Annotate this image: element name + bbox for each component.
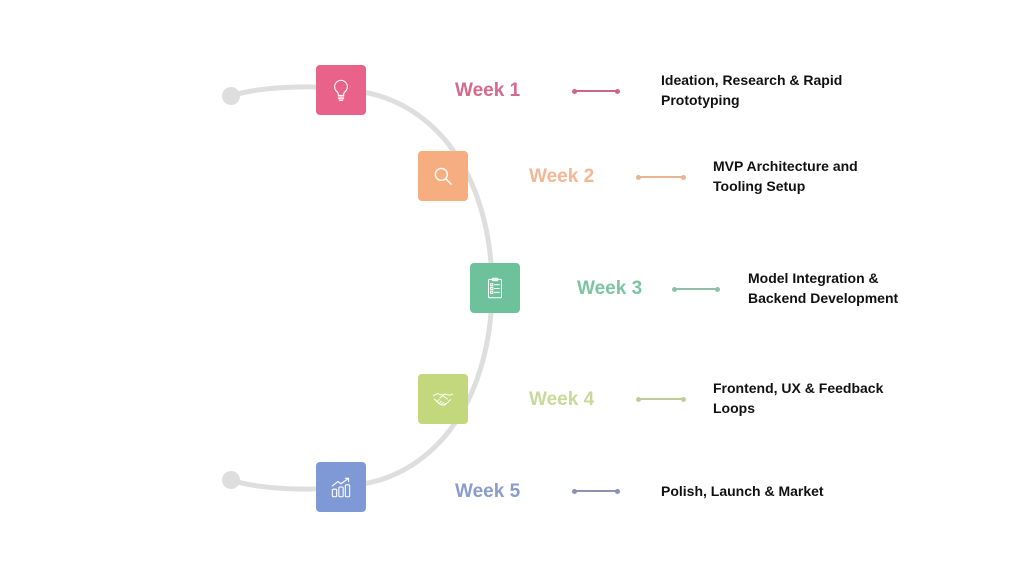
week-5-description: Polish, Launch & Market	[661, 481, 881, 501]
week-1-description: Ideation, Research & Rapid Prototyping	[661, 70, 881, 110]
week-3-description: Model Integration & Backend Development	[748, 268, 968, 308]
week-4-label: Week 4	[529, 389, 595, 410]
week-4-description: Frontend, UX & Feedback Loops	[713, 378, 933, 418]
week-3-description-line-2: Backend Development	[748, 290, 899, 306]
step-4-icon-box	[418, 374, 468, 424]
handshake-icon	[432, 393, 454, 406]
week-5-connector	[572, 487, 620, 495]
week-2-description-line-2: Tooling Setup	[713, 178, 806, 194]
growth-chart-icon	[331, 477, 351, 498]
step-3-icon-box	[470, 263, 520, 313]
timeline-start-dot	[222, 87, 240, 105]
week-4-description-line-2: Loops	[713, 400, 755, 416]
timeline-end-dot	[222, 471, 240, 489]
week-5-description-line-1: Polish, Launch & Market	[661, 483, 824, 499]
lightbulb-icon	[334, 79, 348, 101]
week-3-description-line-1: Model Integration &	[748, 270, 879, 286]
week-2-description-line-1: MVP Architecture and	[713, 158, 858, 174]
step-2-icon-box	[418, 151, 468, 201]
week-3-label: Week 3	[577, 278, 643, 299]
week-4-connector	[636, 395, 686, 403]
week-2-connector	[636, 173, 686, 181]
week-5-label: Week 5	[455, 481, 521, 502]
search-icon	[434, 167, 452, 185]
step-1-icon-box	[316, 65, 366, 115]
timeline-arc	[228, 84, 495, 492]
week-2-label: Week 2	[529, 166, 595, 187]
week-1-label: Week 1	[455, 80, 521, 101]
week-4-description-line-1: Frontend, UX & Feedback	[713, 380, 884, 396]
week-2-description: MVP Architecture and Tooling Setup	[713, 156, 933, 196]
week-3-connector	[672, 285, 720, 293]
week-1-description-line-1: Ideation, Research & Rapid	[661, 72, 843, 88]
clipboard-checklist-icon	[488, 277, 502, 299]
week-1-connector	[572, 87, 620, 95]
week-1-description-line-2: Prototyping	[661, 92, 740, 108]
step-5-icon-box	[316, 462, 366, 512]
